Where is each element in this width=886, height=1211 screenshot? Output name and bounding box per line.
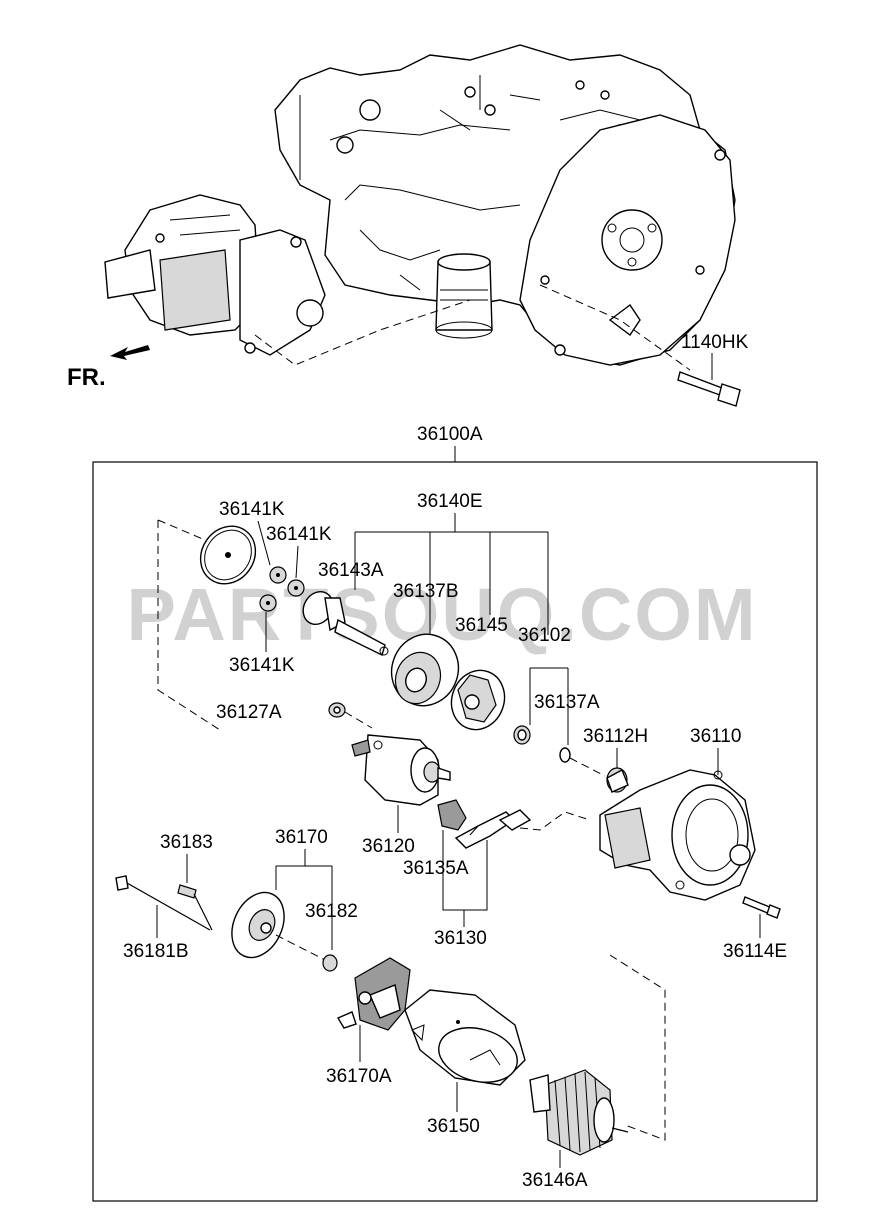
planetary-gear-illustration — [259, 566, 305, 612]
label-gear-a: 36141K — [219, 499, 285, 520]
yoke-illustration — [404, 989, 526, 1086]
label-gear-c: 36141K — [229, 655, 295, 676]
armature-illustration — [529, 1069, 629, 1156]
assembly-frame — [92, 461, 818, 1202]
label-rear-bracket: 36170 — [275, 827, 328, 848]
installed-starter-illustration — [104, 194, 326, 356]
label-assembly: 36100A — [417, 424, 483, 445]
label-yoke: 36150 — [427, 1116, 480, 1137]
front-direction-arrow-icon — [110, 345, 150, 360]
snap-ring-illustration — [559, 747, 571, 763]
label-bushing: 36112H — [583, 726, 648, 747]
front-housing-illustration — [599, 769, 756, 901]
housing-bolt-illustration — [742, 896, 781, 919]
label-drive-kit: 36140E — [417, 491, 483, 512]
label-housing: 36110 — [690, 726, 741, 747]
install-guide-line — [254, 299, 471, 366]
label-engine-bolt: 1140HK — [681, 332, 749, 353]
label-bushing-rear: 36182 — [305, 901, 358, 922]
label-lever-kit: 36130 — [434, 928, 487, 949]
label-shaft: 36143A — [318, 560, 384, 581]
brush-holder-illustration — [336, 957, 411, 1031]
label-pinion: 36145 — [455, 615, 508, 636]
screw-illustration — [177, 884, 213, 931]
front-label: FR. — [67, 364, 106, 391]
solenoid-illustration — [351, 734, 451, 806]
engine-block-illustration — [274, 44, 736, 366]
label-screw: 36183 — [160, 832, 213, 853]
label-boot: 36135A — [403, 858, 469, 879]
shaft-illustration — [302, 590, 389, 656]
label-armature: 36146A — [522, 1170, 588, 1191]
bolt-guide-line — [539, 284, 691, 371]
bolt-1140hk-illustration — [677, 371, 741, 407]
label-retainer: 36137A — [534, 692, 600, 713]
label-through-bolt: 36181B — [123, 941, 189, 962]
retainer-ring-illustration — [513, 725, 531, 745]
label-nut: 36127A — [216, 702, 282, 723]
pinion-gear-illustration — [450, 669, 506, 731]
label-brush-holder: 36170A — [326, 1066, 392, 1087]
through-bolt-illustration — [115, 875, 211, 931]
rear-bracket-illustration — [231, 891, 285, 959]
bushing-front-illustration — [606, 767, 629, 793]
label-kit-36102: 36102 — [518, 625, 571, 646]
label-solenoid: 36120 — [362, 836, 415, 857]
label-gear-b: 36141K — [266, 524, 332, 545]
nut-illustration — [328, 702, 346, 718]
washer-plate-illustration — [199, 525, 257, 585]
label-bolt: 36114E — [723, 941, 787, 962]
bushing-rear-illustration — [322, 954, 338, 972]
label-clutch: 36137B — [393, 581, 459, 602]
overrunning-clutch-illustration — [390, 633, 460, 707]
lever-boot-illustration — [437, 799, 532, 849]
